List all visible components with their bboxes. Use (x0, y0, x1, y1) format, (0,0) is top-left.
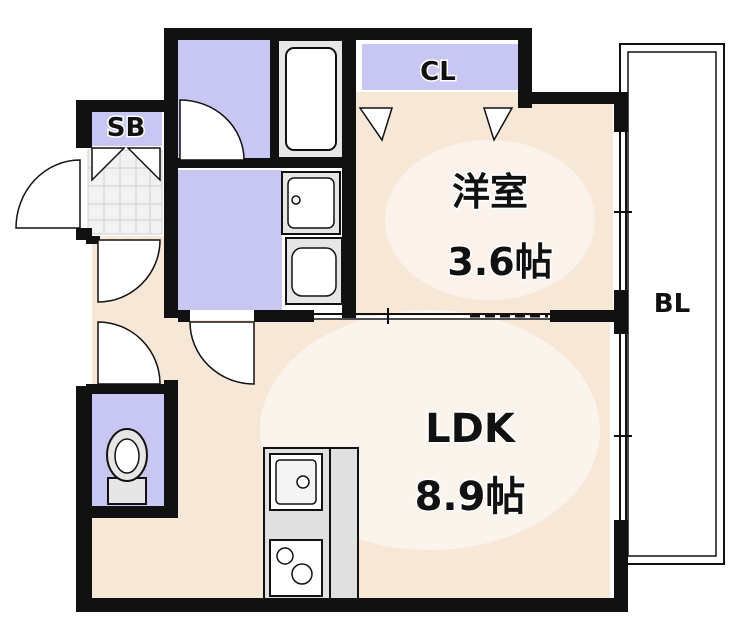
closet-label: CL (420, 57, 456, 87)
balcony (619, 43, 725, 565)
doors (15, 99, 514, 385)
entrance-door-icon (15, 159, 81, 229)
windows (614, 132, 632, 520)
closet-floor (362, 44, 518, 90)
ldk-room-area: 8.9帖 (415, 474, 526, 520)
hall-door-icon (97, 239, 161, 303)
washbasin-icon (281, 171, 341, 235)
balcony-label: BL (654, 289, 690, 319)
western-highlight (385, 140, 595, 300)
walls (76, 28, 628, 612)
wash-door-icon (179, 99, 245, 161)
toilet-icon (106, 428, 148, 505)
toilet-door-icon (97, 321, 161, 385)
bathtub-icon (277, 39, 345, 159)
ldk-door-icon (189, 321, 255, 385)
western-room-name: 洋室 (452, 170, 528, 214)
closet-door-icon (358, 107, 394, 142)
washroom-lower-floor (178, 170, 282, 310)
ldk-room-name: LDK (425, 406, 517, 452)
floors (87, 38, 613, 598)
shoe-box-label: SB (107, 113, 146, 143)
labels: 洋室 3.6帖 LDK 8.9帖 CL SB BL (105, 56, 691, 522)
closet-door-icon-2 (482, 107, 514, 142)
sliding-door (312, 308, 550, 324)
shoe-box-floor (92, 108, 162, 146)
washing-machine-icon (285, 237, 343, 305)
shoe-box-door-icon (91, 147, 126, 182)
fixtures (106, 39, 359, 607)
sink-icon (269, 453, 323, 511)
stove-icon (269, 539, 323, 597)
shoe-box-door-icon-2 (126, 147, 161, 182)
western-room-area: 3.6帖 (447, 240, 552, 284)
